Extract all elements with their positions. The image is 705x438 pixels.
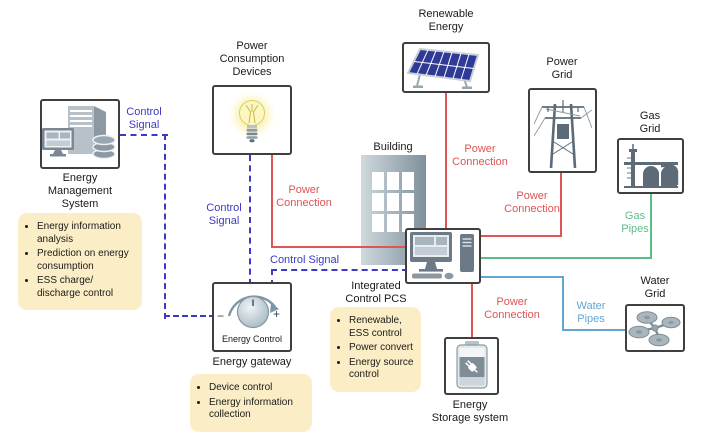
note-item: Prediction on energy consumption (37, 248, 136, 273)
label-renewable-energy: Renewable Energy (418, 8, 474, 33)
note-item: Device control (209, 382, 306, 395)
transmission-tower-icon (533, 99, 592, 168)
node-renewable-energy (402, 42, 490, 93)
gas-pipe-line-h (481, 257, 652, 259)
label-power-grid: Power Grid (546, 56, 578, 81)
control-signal-line-pcd-gateway (249, 155, 251, 285)
water-grid-icon (628, 311, 681, 347)
control-computer-icon (410, 232, 474, 280)
label-gas-pipes: Gas Pipes (621, 210, 649, 235)
note-item: ESS charge/ discharge control (37, 275, 136, 300)
node-energy-storage-system (444, 337, 499, 395)
control-signal-line-ems-gateway (164, 315, 215, 317)
label-power-connection-renewable: Power Connection (452, 143, 508, 168)
energy-gateway-knob-icon (216, 285, 288, 336)
note-energy-management-system: Energy information analysis Prediction o… (18, 213, 142, 310)
node-gas-grid (617, 138, 684, 194)
label-power-connection-grid: Power Connection (504, 190, 560, 215)
knob-plus-label: + (273, 307, 281, 321)
label-control-signal-pcs: Control Signal (270, 254, 340, 266)
control-signal-line-ems-v (164, 134, 166, 319)
label-control-signal-ems: Control Signal (126, 106, 162, 131)
note-integrated-control-pcs: Renewable, ESS control Power convert Ene… (330, 307, 421, 392)
label-integrated-control-pcs: Integrated Control PCS (345, 280, 407, 305)
label-energy-storage-system: Energy Storage system (431, 399, 509, 424)
gas-plant-icon (623, 144, 678, 188)
label-water-grid: Water Grid (640, 275, 670, 300)
label-gas-grid: Gas Grid (639, 110, 661, 135)
light-bulb-icon (226, 89, 278, 143)
note-item: Energy information collection (209, 397, 306, 422)
energy-control-label: Energy Control (221, 334, 283, 344)
battery-icon (455, 341, 488, 389)
solar-panel-icon (406, 47, 480, 89)
note-item: Energy source control (349, 357, 415, 382)
power-line-pcd-pcs (271, 246, 405, 248)
control-signal-line-ems-h (120, 134, 168, 136)
note-item: Energy information analysis (37, 221, 136, 246)
label-energy-management-system: Energy Management System (47, 172, 113, 210)
gas-pipe-line-v (650, 193, 652, 259)
note-item: Power convert (349, 342, 415, 355)
ems-computer-icon (42, 106, 116, 160)
water-pipe-line-h1 (481, 276, 564, 278)
label-building: Building (373, 141, 413, 153)
node-power-grid (528, 88, 597, 173)
label-power-consumption-devices: Power Consumption Devices (219, 40, 285, 78)
note-item: Renewable, ESS control (349, 315, 415, 340)
knob-minus-label: − (217, 309, 225, 323)
power-line-grid-v (560, 172, 562, 237)
water-pipe-line-h2 (562, 329, 627, 331)
node-water-grid (625, 304, 685, 352)
power-line-pcd-v (271, 155, 273, 248)
label-control-signal-pcd: Control Signal (206, 202, 242, 227)
control-signal-line-gateway-pcs (271, 269, 408, 271)
power-line-pcs-storage (471, 284, 473, 337)
node-power-consumption-devices (212, 85, 292, 155)
water-pipe-line-v (562, 276, 564, 331)
power-line-renewable-pcs (445, 93, 447, 228)
label-water-pipes: Water Pipes (576, 300, 606, 325)
label-power-connection-storage: Power Connection (484, 296, 540, 321)
label-energy-gateway: Energy gateway (212, 356, 292, 368)
node-integrated-control-pcs (405, 228, 481, 284)
note-energy-gateway: Device control Energy information collec… (190, 374, 312, 432)
label-power-connection-pcd: Power Connection (276, 184, 332, 209)
node-energy-management-system (40, 99, 120, 169)
power-line-grid-h (481, 235, 562, 237)
